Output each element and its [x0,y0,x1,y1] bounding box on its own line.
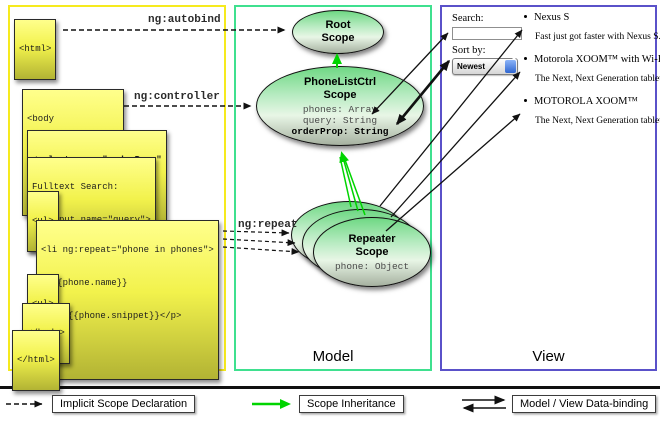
repeater-scope-ellipse-front: Repeater Scope phone: Object [313,217,431,287]
legend-separator [0,386,660,389]
code-box-html-open: <html> [14,19,57,80]
code-line: <html> [19,44,52,54]
code-line: <body [27,114,55,124]
bullet-icon [524,99,527,102]
phonelistctrl-scope-title: PhoneListCtrl [303,75,377,88]
legend-implicit-scope: Implicit Scope Declaration [52,395,196,413]
code-line: </html> [17,355,55,365]
code-line: <p>{{phone.snippet}}</p> [41,311,182,321]
phonelistctrl-scope-ellipse: PhoneListCtrl Scope phones: Array query:… [256,66,424,146]
scope-prop-phone: phone: Object [334,260,410,272]
dropdown-stepper-icon [505,57,517,80]
phone-list: Nexus S Fast just got faster with Nexus … [524,12,660,138]
scope-prop-phones: phones: Array [302,103,378,115]
search-input[interactable] [452,27,522,40]
ng-autobind-label: ng:autobind [148,14,221,26]
sort-by-label: Sort by: [452,45,486,56]
ng-repeat-label: ng:repeat [238,219,298,231]
bullet-icon [524,57,527,60]
repeater-scope-title: Repeater [348,232,396,245]
model-column: Model [234,5,432,371]
sort-dropdown-value: Newest [457,62,486,71]
root-scope-title: Scope [321,32,355,44]
root-scope-title: Root [325,19,351,31]
phone-title: Motorola XOOM™ with Wi-Fi [534,54,660,65]
phone-snippet: The Next, Next Generation tablet. [535,74,660,84]
list-item: MOTOROLA XOOM™ The Next, Next Generation… [524,96,660,126]
code-line: <li ng:repeat="phone in phones"> [41,245,214,255]
list-item: Nexus S Fast just got faster with Nexus … [524,12,660,42]
phonelistctrl-scope-title: Scope [323,88,357,101]
phone-title: MOTOROLA XOOM™ [534,96,638,107]
model-column-label: Model [312,348,354,365]
list-item: Motorola XOOM™ with Wi-Fi The Next, Next… [524,54,660,84]
legend-scope-inheritance: Scope Inheritance [299,395,404,413]
code-line: {{phone.name}} [41,278,128,288]
code-box-li-repeat: <li ng:repeat="phone in phones"> {{phone… [36,220,219,380]
ng-controller-label: ng:controller [134,91,220,103]
phone-title: Nexus S [534,12,570,23]
view-column-label: View [532,348,565,365]
phone-snippet: Fast just got faster with Nexus S. [535,32,660,42]
code-box-html-close: </html> [12,330,60,391]
code-line: Fulltext Search: [32,182,119,192]
scope-prop-query: query: String [302,114,378,126]
root-scope-ellipse: Root Scope [292,10,384,54]
scope-prop-orderprop: orderProp: String [291,125,389,137]
legend-data-binding: Model / View Data-binding [512,395,657,413]
bullet-icon [524,15,527,18]
phone-snippet: The Next, Next Generation tablet. [535,116,660,126]
search-label: Search: [452,13,484,24]
repeater-scope-title: Scope [355,245,389,258]
sort-dropdown[interactable]: Newest [452,57,518,80]
